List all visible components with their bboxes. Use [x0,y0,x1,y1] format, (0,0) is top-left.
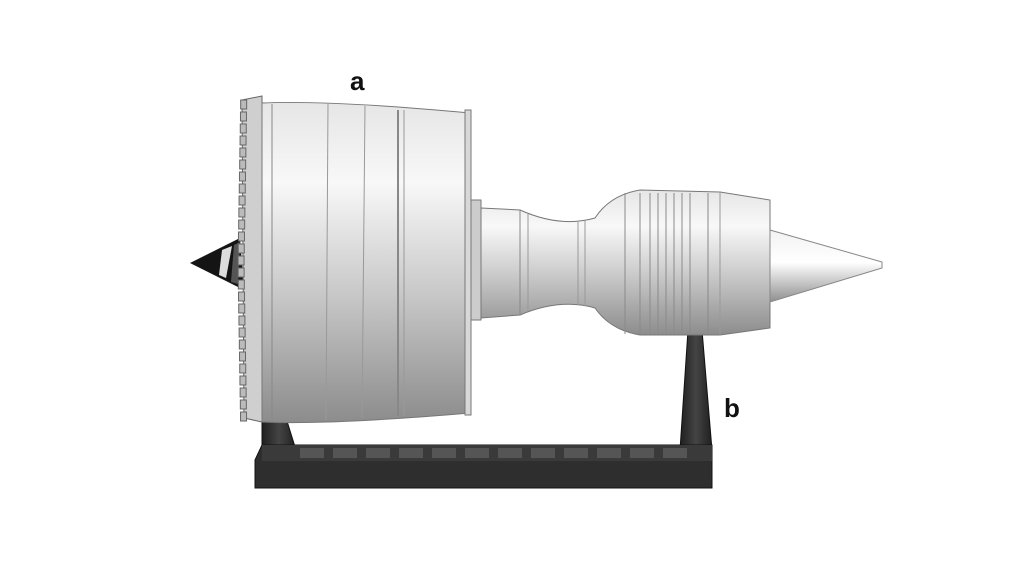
grid-cell [663,448,687,458]
grid-cell [465,448,489,458]
exhaust-cone [769,229,883,303]
fan-tooth [239,399,247,410]
fan-tooth [238,207,246,218]
fan-case [237,95,472,424]
fan-tooth [240,411,248,422]
grid-cell [630,448,654,458]
grid-cell [498,448,522,458]
fan-tooth [238,303,246,314]
fan-tooth [239,135,247,146]
fan-tooth [238,219,246,230]
fan-tooth [239,387,247,398]
fan-tooth [239,111,247,122]
grid-cell [333,448,357,458]
label-b: b [724,393,740,423]
fan-tooth [238,315,246,326]
stand [254,329,713,489]
grid-cell [597,448,621,458]
fan-tooth [239,351,247,362]
fan-tooth [237,279,245,290]
fan-tooth [240,99,248,110]
fan-tooth [239,159,247,170]
fan-tooth [238,183,246,194]
fan-tooth [238,291,246,302]
grid-cell [300,448,324,458]
engine-core [470,189,771,336]
fan-tooth [237,267,245,278]
fan-tooth [239,363,247,374]
spinner-cone [190,238,244,290]
grid-cell [432,448,456,458]
fan-tooth [238,171,246,182]
stand-grid [300,448,687,458]
grid-cell [366,448,390,458]
fan-tooth [238,195,246,206]
fan-tooth [237,255,245,266]
fan-tooth [237,231,245,242]
fan-tooth [239,123,247,134]
fan-tooth [239,375,247,386]
fan-tooth [237,243,245,254]
fan-tooth [238,339,246,350]
fan-tooth [238,327,246,338]
fan-tooth [239,147,247,158]
grid-cell [531,448,555,458]
grid-cell [564,448,588,458]
label-a: a [350,66,365,96]
grid-cell [399,448,423,458]
